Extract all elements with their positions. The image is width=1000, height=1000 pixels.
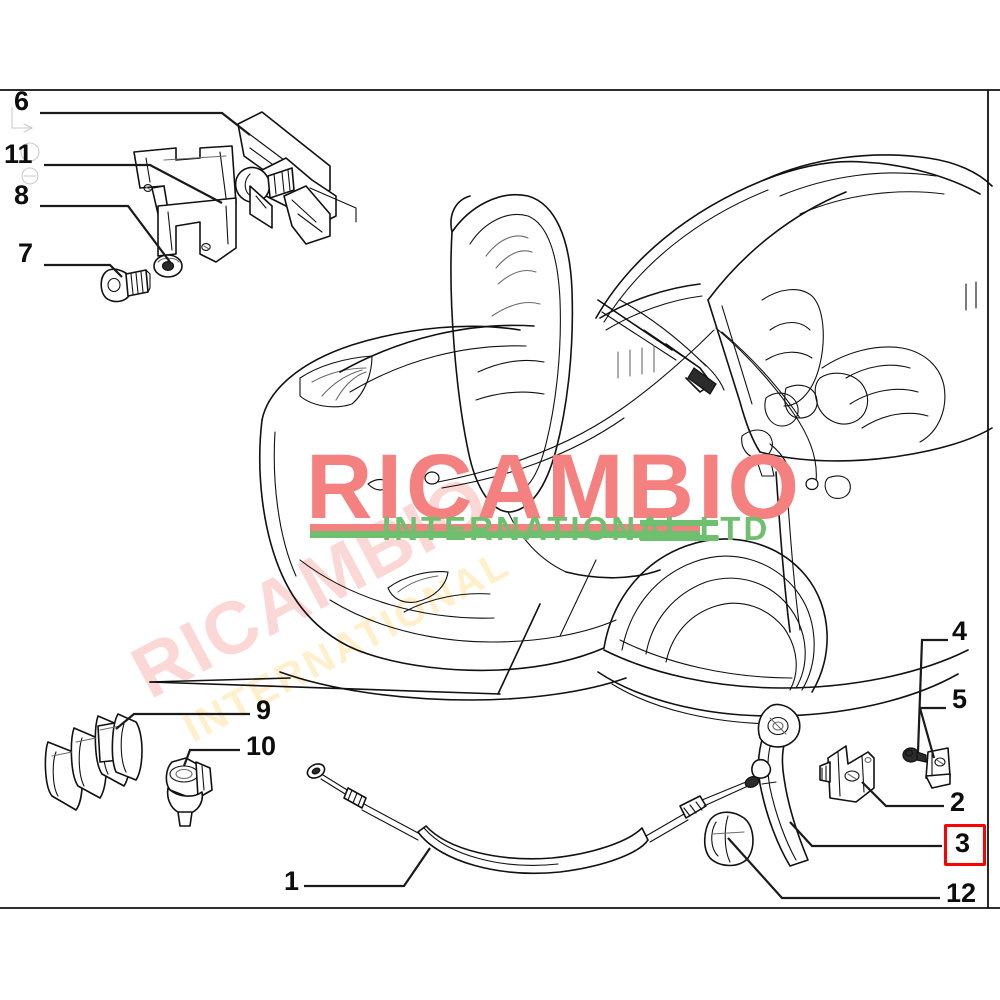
part-7-bolt (100, 268, 151, 303)
part-2-lever-bracket (819, 745, 875, 803)
part-11-mounting-plate (133, 145, 237, 263)
watermark-line-2: INTERNATIONAL LTD (382, 510, 770, 547)
leader-line-5 (918, 706, 946, 759)
callout-number-9: 9 (256, 695, 272, 725)
callout-number-2: 2 (950, 787, 966, 817)
part-10-grommet-clip (165, 757, 213, 827)
part-6-bonnet-latch (234, 111, 357, 245)
leader-line-12 (727, 837, 940, 900)
part-1-release-cable (306, 763, 760, 875)
callout-number-8: 8 (14, 180, 30, 210)
part-9-cable-clips (44, 713, 143, 811)
car-illustration (149, 154, 993, 725)
leader-line-1 (304, 847, 431, 888)
leader-line-11 (44, 163, 223, 204)
leader-line-10 (182, 748, 240, 767)
leader-line-8 (40, 204, 171, 263)
leader-line-4 (916, 638, 948, 753)
leader-line-9 (115, 712, 250, 730)
callout-number-3: 3 (955, 828, 971, 858)
highlighted-part-box (944, 824, 986, 866)
leader-line-2 (861, 781, 944, 808)
part-3-release-lever (751, 703, 809, 867)
callout-number-12: 12 (946, 878, 977, 908)
part-8-washer (153, 254, 183, 278)
leader-line-7 (44, 263, 123, 278)
callout-number-11: 11 (4, 139, 33, 169)
part-4-retaining-rivet (902, 747, 927, 763)
callout-number-10: 10 (246, 731, 277, 761)
watermark-primary: RICAMBIO INTERNATIONAL LTD (306, 436, 799, 547)
leader-line-3 (789, 821, 942, 848)
callout-number-5: 5 (952, 684, 968, 714)
callout-number-1: 1 (284, 866, 300, 896)
callout-number-6: 6 (14, 86, 30, 116)
callout-leader-lines (40, 111, 948, 900)
part-5-cable-retainer-clip (925, 747, 951, 789)
callout-number-4: 4 (952, 616, 968, 646)
leader-line-6 (40, 111, 251, 136)
revision-marker-icons (11, 107, 40, 185)
callout-number-7: 7 (18, 238, 34, 268)
frame-rules (0, 89, 1000, 909)
